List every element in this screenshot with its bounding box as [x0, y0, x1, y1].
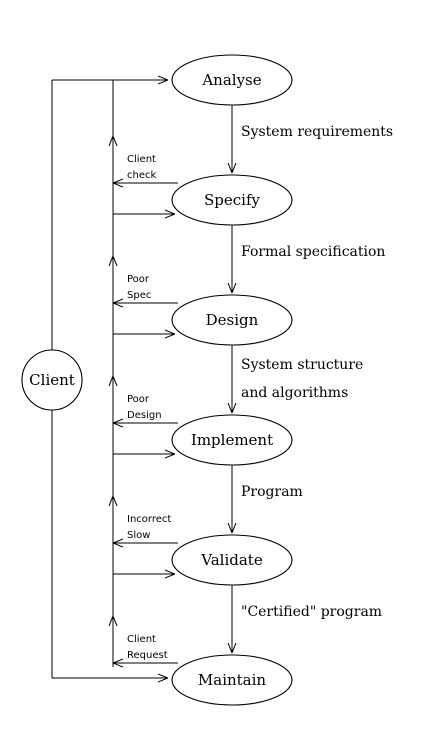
feedback-label-maintain-2: Request	[127, 650, 168, 661]
feedback-label-design-1: Poor	[127, 274, 150, 285]
stage-label-design: Design	[206, 311, 259, 329]
feedback-label-specify-2: check	[127, 170, 156, 181]
feedback-label-design-2: Spec	[127, 290, 151, 301]
feedback-label-implement-2: Design	[127, 410, 162, 421]
edge-label-5: "Certified" program	[241, 604, 382, 620]
client-label: Client	[29, 371, 75, 389]
feedback-label-validate-1: Incorrect	[127, 514, 171, 525]
edge-label-1: System requirements	[241, 124, 393, 140]
edge-label-2: Formal specification	[241, 244, 385, 260]
feedback-label-validate-2: Slow	[127, 530, 150, 541]
feedback-label-implement-1: Poor	[127, 394, 150, 405]
stage-label-analyse: Analyse	[201, 71, 261, 89]
edge-label-3-2: and algorithms	[241, 385, 348, 401]
stage-label-implement: Implement	[191, 431, 273, 449]
feedback-label-maintain-1: Client	[127, 634, 156, 645]
edge-label-3-1: System structure	[241, 357, 363, 373]
edge-label-4: Program	[241, 484, 303, 500]
stage-label-specify: Specify	[204, 191, 261, 209]
stage-label-validate: Validate	[200, 551, 263, 569]
stage-label-maintain: Maintain	[198, 671, 267, 689]
client-node	[21, 349, 83, 411]
stage-node-maintain	[171, 654, 293, 706]
feedback-label-specify-1: Client	[127, 154, 156, 165]
